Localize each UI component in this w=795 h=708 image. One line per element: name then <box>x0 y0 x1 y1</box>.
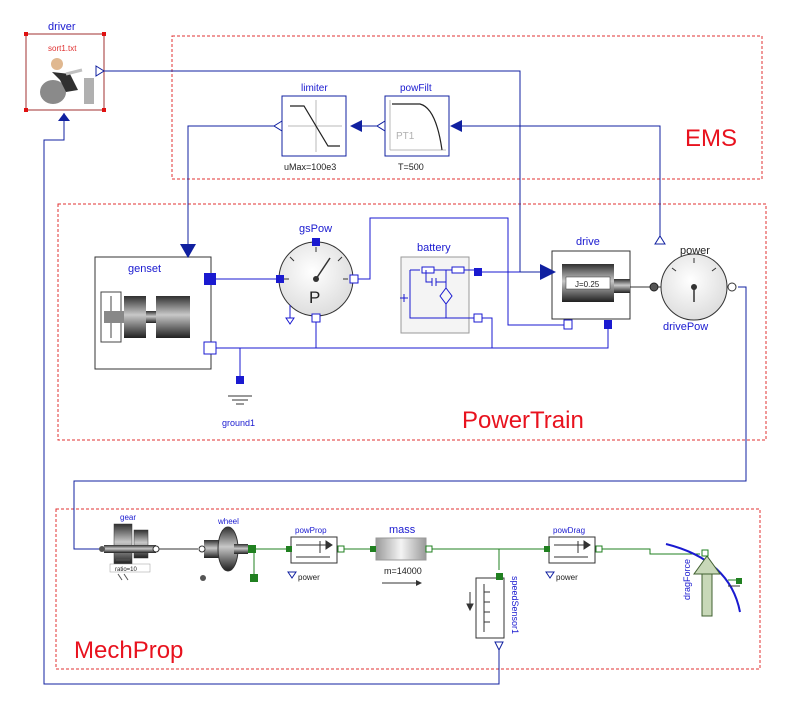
powprop-out: power <box>298 573 320 582</box>
mass-name: mass <box>389 524 416 536</box>
dragforce-block[interactable]: dragForce <box>665 543 742 617</box>
gspow-glyph: P <box>309 288 320 307</box>
powfilt-block[interactable]: powFilt PT1 T=500 <box>376 83 462 172</box>
gear-block[interactable]: gear ratio=10 <box>99 513 160 581</box>
mech-connections <box>253 548 700 578</box>
drive-name: drive <box>576 236 600 248</box>
mechprop-label: MechProp <box>74 637 183 664</box>
gear-ratio: ratio=10 <box>115 567 138 573</box>
ground-name: ground1 <box>222 418 255 428</box>
mass-block[interactable]: mass m=14000 <box>370 524 433 586</box>
driver-file: sort1.txt <box>48 44 77 53</box>
power-name: power <box>680 245 710 257</box>
pt1-curve-icon <box>389 100 446 151</box>
speedsensor-meter-icon <box>466 584 490 632</box>
power-sensor-block[interactable]: power drivePow <box>654 235 737 333</box>
powfilt-name: powFilt <box>400 83 432 94</box>
ground-icon <box>228 395 252 405</box>
genset-machine-icon <box>100 291 190 343</box>
driver-person-icon <box>40 58 94 104</box>
motor-icon <box>562 264 630 302</box>
battery-name: battery <box>417 242 451 254</box>
genset-block[interactable]: genset <box>94 244 217 370</box>
powfilt-inner: PT1 <box>396 131 415 142</box>
arrow-right-icon <box>382 580 422 586</box>
powertrain-label: PowerTrain <box>462 407 584 434</box>
driver-block[interactable]: driver sort1.txt <box>24 21 106 121</box>
wheel-name: wheel <box>217 517 239 526</box>
limiter-name: limiter <box>301 83 328 94</box>
gauge-icon <box>284 247 348 280</box>
speedsensor-name: speedSensor1 <box>510 576 520 634</box>
powprop-name: powProp <box>295 526 327 535</box>
powprop-block[interactable]: powProp power <box>286 526 345 582</box>
powertrain-region: PowerTrain <box>57 203 767 441</box>
gspow-name: gsPow <box>299 223 332 235</box>
drive-inertia: J=0.25 <box>575 280 600 289</box>
limiter-block[interactable]: limiter uMax=100e3 <box>273 83 362 172</box>
gear-icon <box>104 523 156 565</box>
signal-connections <box>43 70 747 685</box>
ems-label: EMS <box>685 125 737 152</box>
mechprop-region: MechProp <box>55 508 761 670</box>
driver-name: driver <box>48 21 76 33</box>
power-sub: drivePow <box>663 321 708 333</box>
wheel-icon <box>204 526 248 572</box>
drive-block[interactable]: drive J=0.25 <box>540 236 659 330</box>
genset-name: genset <box>128 263 161 275</box>
battery-block[interactable]: battery <box>400 242 483 334</box>
mass-param: m=14000 <box>384 566 422 576</box>
powdrag-meter-icon <box>554 540 591 558</box>
limiter-param: uMax=100e3 <box>284 162 336 172</box>
battery-circuit-icon <box>400 266 476 319</box>
powprop-meter-icon <box>296 540 333 558</box>
ground-block[interactable]: ground1 <box>222 376 255 428</box>
powfilt-param: T=500 <box>398 162 424 172</box>
gspow-block[interactable]: gsPow P <box>276 223 359 325</box>
powdrag-block[interactable]: powDrag power <box>544 526 603 582</box>
powdrag-name: powDrag <box>553 526 585 535</box>
wheel-block[interactable]: wheel <box>198 517 258 582</box>
speedsensor-block[interactable]: speedSensor1 <box>466 573 520 652</box>
powdrag-out: power <box>556 573 578 582</box>
ems-region: EMS <box>171 35 763 180</box>
dragforce-name: dragForce <box>682 559 692 600</box>
gear-name: gear <box>120 513 136 522</box>
